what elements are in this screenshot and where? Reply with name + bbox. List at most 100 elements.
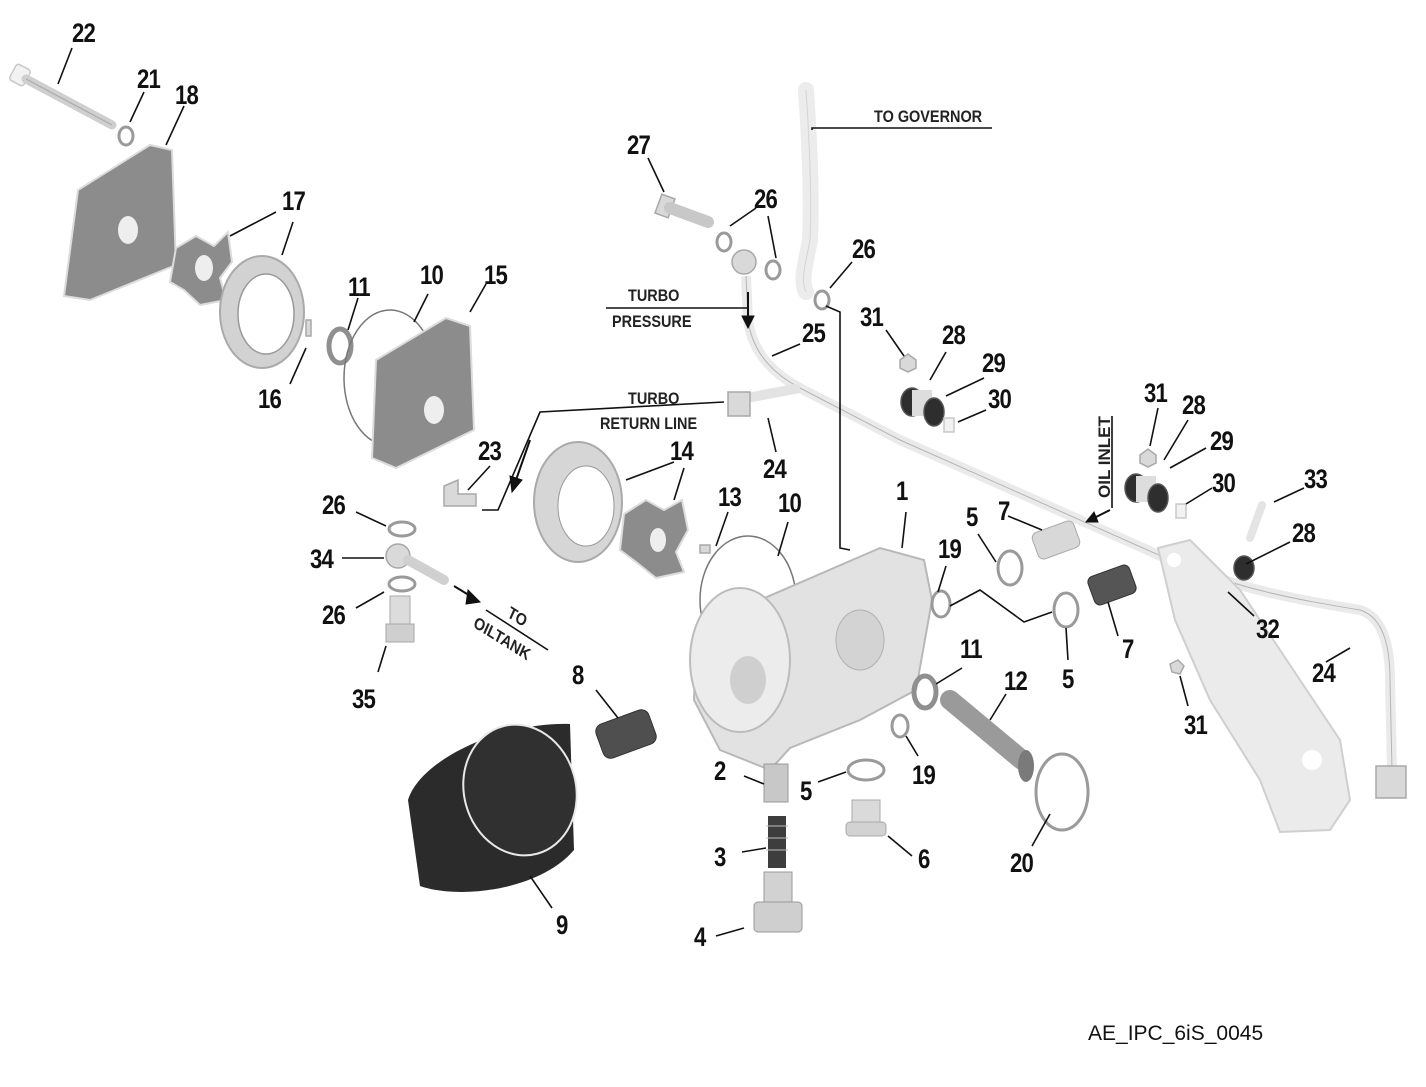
part-20-oring bbox=[1034, 752, 1090, 832]
callout-7: 7 bbox=[998, 496, 1010, 526]
part-30-bolt-b bbox=[1175, 503, 1187, 519]
callout-24: 24 bbox=[1312, 658, 1336, 688]
callout-11: 11 bbox=[960, 634, 983, 664]
part-28-29-clamp-a bbox=[900, 387, 945, 427]
callout-10: 10 bbox=[420, 260, 444, 290]
callout-2: 2 bbox=[714, 756, 726, 786]
part-8-nipple bbox=[595, 709, 657, 759]
callout-26: 26 bbox=[852, 234, 876, 264]
callout-33: 33 bbox=[1304, 464, 1328, 494]
flow-arrows bbox=[453, 292, 1111, 605]
part-31-nut-b bbox=[1139, 448, 1157, 468]
callout-29: 29 bbox=[982, 348, 1006, 378]
callout-17: 17 bbox=[282, 186, 306, 216]
part-17-outer-rotor bbox=[219, 255, 305, 369]
part-13-key bbox=[699, 544, 711, 554]
callout-13: 13 bbox=[718, 482, 742, 512]
part-14-outer-rotor bbox=[533, 441, 623, 563]
part-5-washer-a bbox=[996, 549, 1024, 587]
note-turbo-return-line2: RETURN LINE bbox=[600, 414, 698, 433]
part-28-clamp-c bbox=[1233, 555, 1255, 581]
callout-18: 18 bbox=[175, 80, 199, 110]
callout-22: 22 bbox=[72, 18, 96, 48]
part-7-fitting-a bbox=[1031, 520, 1081, 560]
callout-8: 8 bbox=[572, 660, 584, 690]
part-19-ring-b bbox=[890, 713, 910, 739]
part-24-end-nut bbox=[1375, 765, 1407, 799]
part-31-nut-a bbox=[899, 353, 917, 373]
part-27-banjo-bolt bbox=[654, 193, 714, 228]
leader-lines bbox=[57, 47, 1351, 937]
governor-hose bbox=[795, 82, 819, 300]
part-4-plug bbox=[753, 871, 803, 933]
banjo-fitting bbox=[731, 249, 757, 275]
part-26-washer-e bbox=[387, 575, 417, 593]
callout-20: 20 bbox=[1010, 848, 1034, 878]
callout-10: 10 bbox=[778, 488, 802, 518]
callout-23: 23 bbox=[478, 436, 502, 466]
callout-5: 5 bbox=[966, 502, 978, 532]
part-22-bolt bbox=[9, 63, 117, 130]
part-34-banjo bbox=[385, 543, 449, 585]
part-11-seal-b bbox=[911, 673, 939, 711]
part-30-bolt-a bbox=[943, 417, 955, 433]
part-26-washer-b bbox=[764, 259, 782, 281]
callout-5: 5 bbox=[1062, 664, 1074, 694]
mounting-bracket bbox=[1156, 538, 1352, 834]
part-3-spring bbox=[766, 816, 788, 868]
callout-31: 31 bbox=[860, 302, 884, 332]
part-21-washer bbox=[117, 125, 135, 147]
callout-11: 11 bbox=[348, 272, 371, 302]
part-23-elbow bbox=[443, 478, 477, 507]
part-28-29-clamp-b bbox=[1124, 473, 1169, 513]
figure-id: AE_IPC_6iS_0045 bbox=[1088, 1022, 1264, 1045]
callout-21: 21 bbox=[137, 64, 161, 94]
note-turbo-return-line1: TURBO bbox=[628, 389, 680, 408]
part-31-nut-c bbox=[1169, 659, 1185, 675]
callout-24: 24 bbox=[763, 454, 787, 484]
callout-4: 4 bbox=[694, 922, 706, 952]
callout-6: 6 bbox=[918, 844, 930, 874]
callout-9: 9 bbox=[556, 910, 568, 940]
callout-26: 26 bbox=[322, 600, 346, 630]
callout-12: 12 bbox=[1004, 666, 1028, 696]
part-14-inner-rotor bbox=[618, 498, 690, 580]
callout-28: 28 bbox=[1292, 518, 1316, 548]
part-19-ring-a bbox=[930, 589, 952, 619]
callout-5: 5 bbox=[800, 776, 812, 806]
part-12-drive-shaft bbox=[940, 690, 1034, 782]
callout-26: 26 bbox=[322, 490, 346, 520]
callout-19: 19 bbox=[938, 534, 962, 564]
part-6-plug bbox=[845, 799, 887, 837]
part-24-nut bbox=[727, 391, 751, 417]
callout-28: 28 bbox=[942, 320, 966, 350]
callout-1: 1 bbox=[896, 476, 908, 506]
callout-28: 28 bbox=[1182, 390, 1206, 420]
part-17-inner-rotor bbox=[168, 229, 234, 307]
callout-15: 15 bbox=[484, 260, 508, 290]
part-11-seal bbox=[326, 326, 354, 366]
callout-31: 31 bbox=[1184, 710, 1208, 740]
part-35-banjo-bolt bbox=[385, 595, 415, 643]
part-16-pin bbox=[305, 319, 312, 337]
part-26-washer-d bbox=[387, 520, 417, 538]
note-oil-inlet: OIL INLET bbox=[1095, 416, 1114, 498]
part-9-oil-filter bbox=[408, 723, 578, 892]
part-18-cover bbox=[62, 143, 178, 302]
callout-31: 31 bbox=[1144, 378, 1168, 408]
callout-3: 3 bbox=[714, 842, 726, 872]
callout-29: 29 bbox=[1210, 426, 1234, 456]
note-to-governor: TO GOVERNOR bbox=[874, 107, 983, 126]
part-26-washer-a bbox=[715, 231, 733, 253]
part-15-cover bbox=[370, 316, 476, 470]
callout-14: 14 bbox=[670, 436, 694, 466]
part-5-washer-c bbox=[846, 758, 886, 782]
note-turbo-pressure-line2: PRESSURE bbox=[612, 312, 692, 331]
callout-7: 7 bbox=[1122, 634, 1134, 664]
callout-16: 16 bbox=[258, 384, 282, 414]
callout-25: 25 bbox=[802, 318, 826, 348]
note-turbo-pressure-line1: TURBO bbox=[628, 286, 680, 305]
part-26-washer-c bbox=[813, 289, 831, 311]
